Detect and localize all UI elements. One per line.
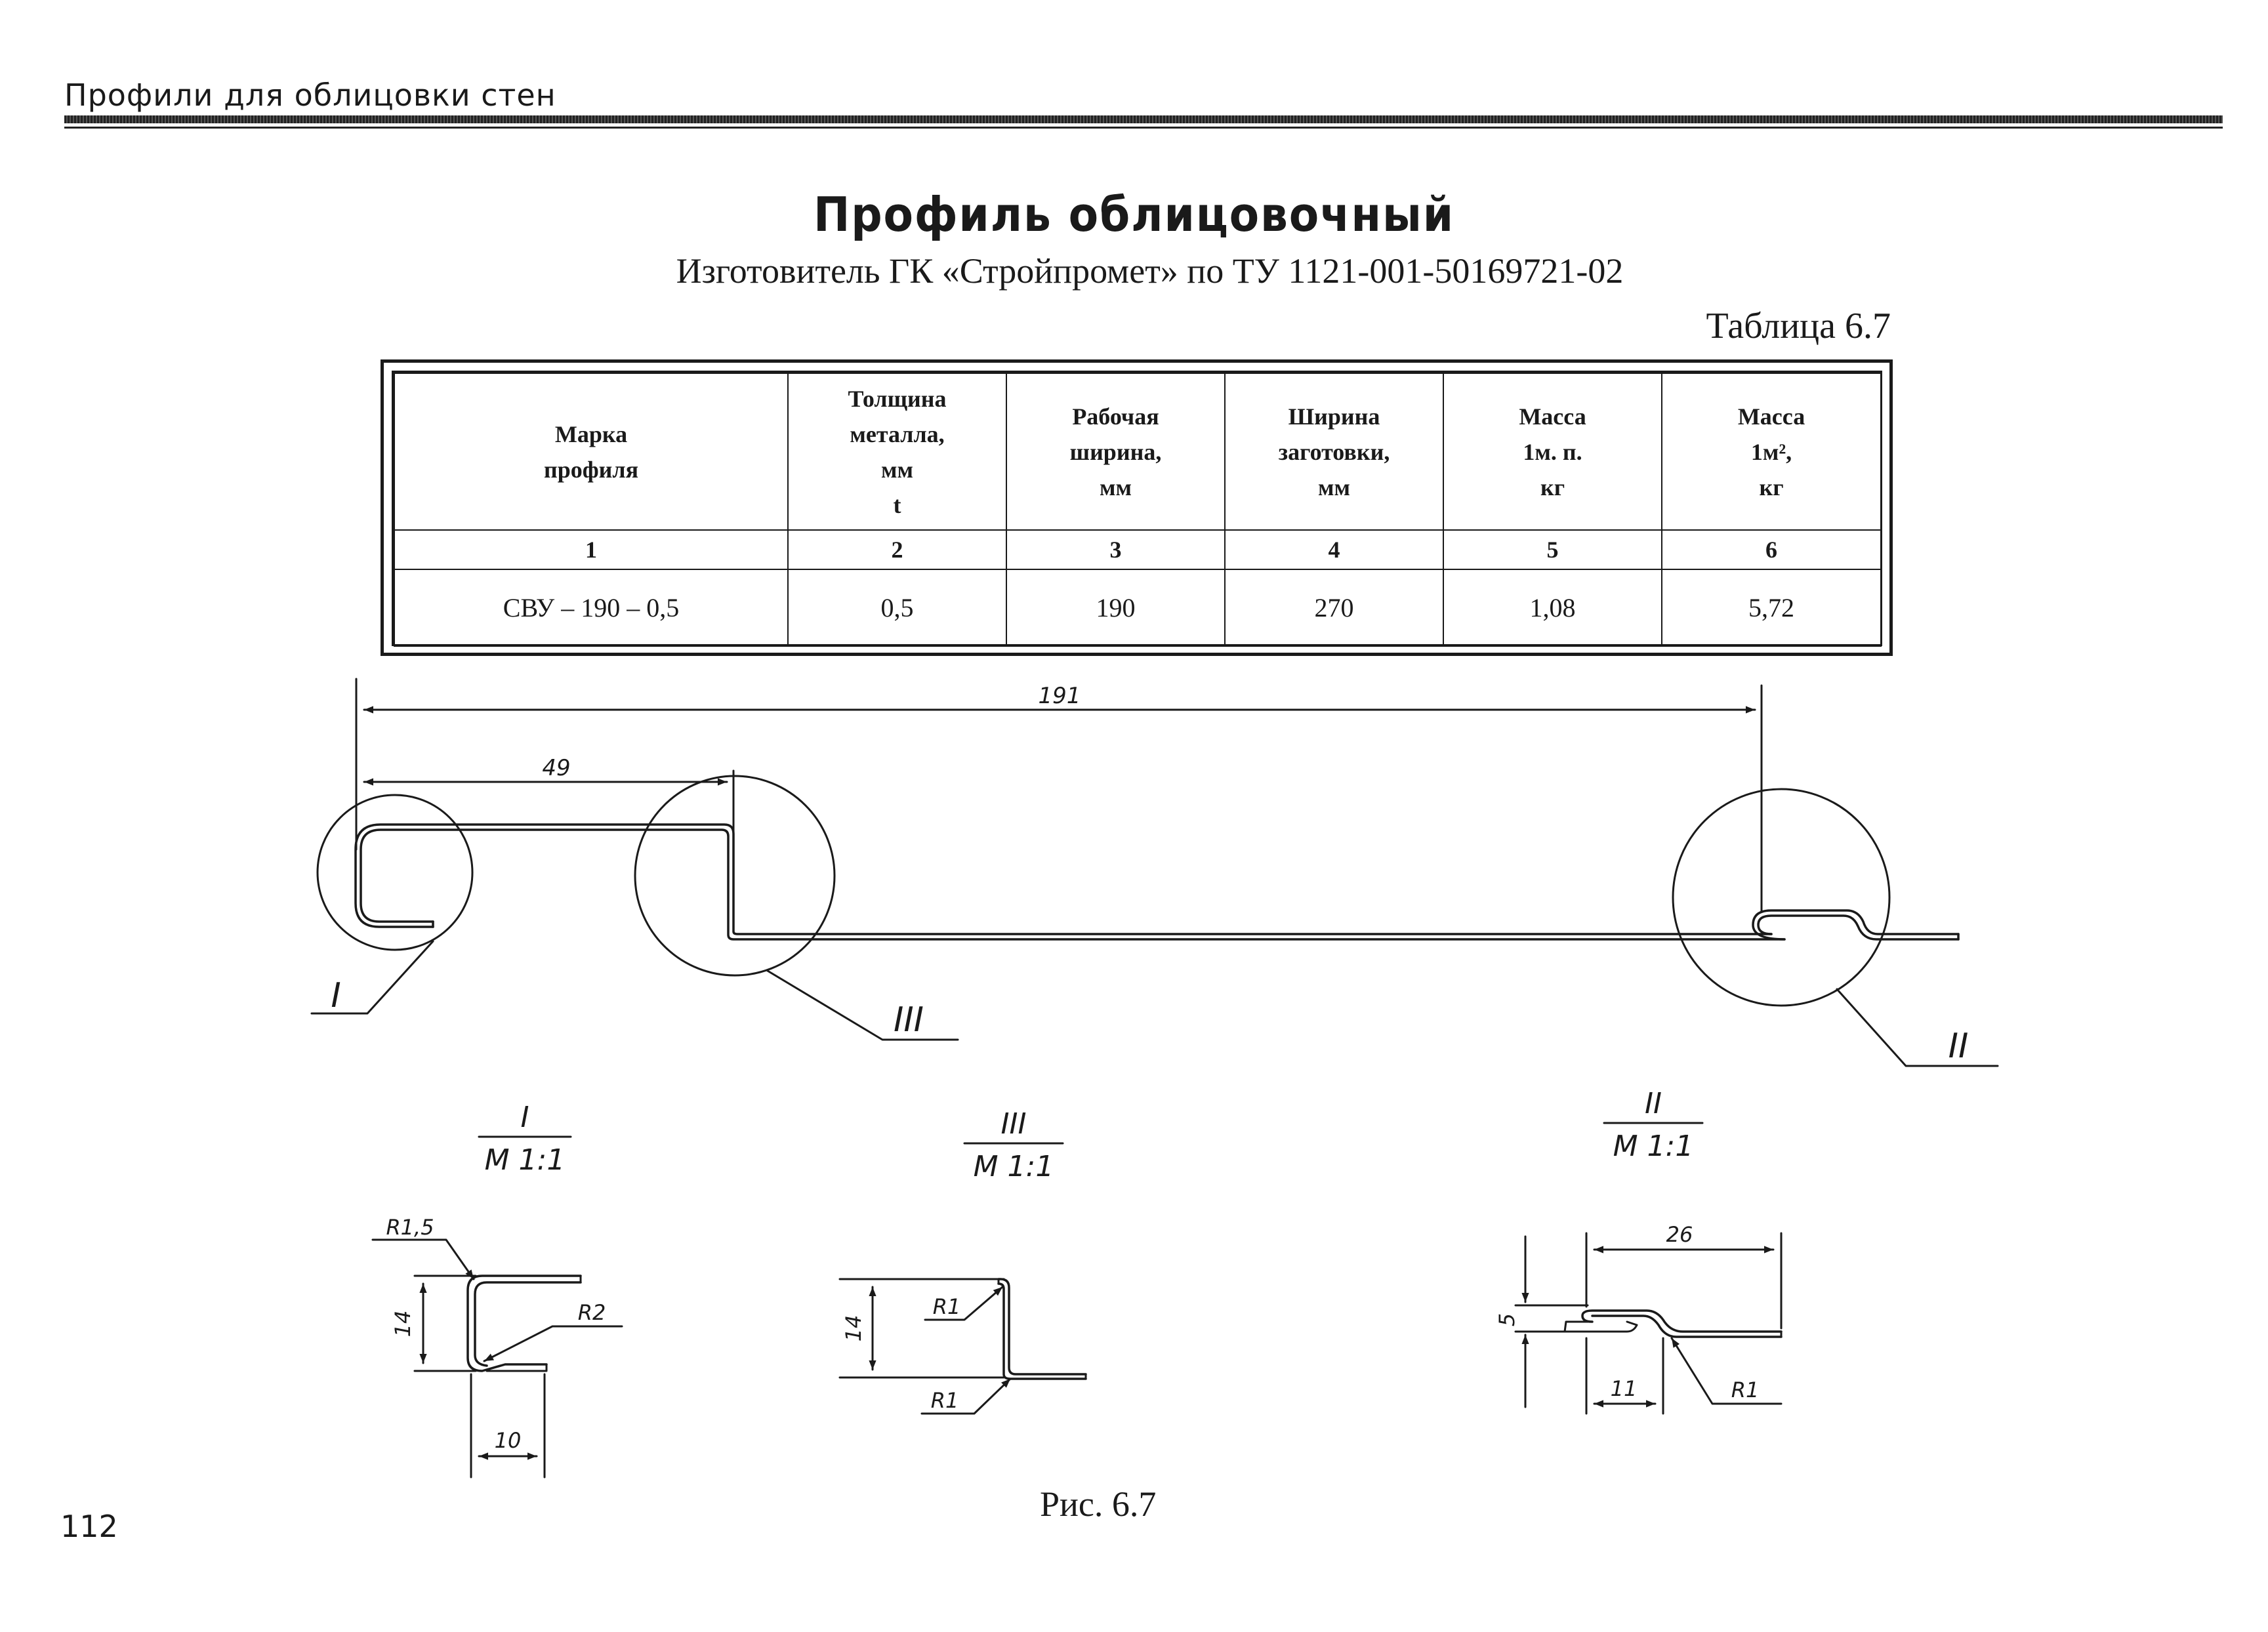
detail-III-title: III М 1:1 <box>963 1107 1064 1183</box>
callout-label-I: I <box>331 976 340 1015</box>
profile-table: Марка профиля Толщина металла, мм t Рабо… <box>394 373 1882 647</box>
mass-per-meter-cell: 1,08 <box>1443 569 1662 647</box>
profile-mark-cell: СВУ – 190 – 0,5 <box>394 569 789 647</box>
header-cell-3: Рабочая ширина, мм <box>1006 373 1226 531</box>
column-number: 5 <box>1443 529 1662 570</box>
manufacturer-subtitle: Изготовитель ГК «Стройпромет» по ТУ 1121… <box>676 251 1624 291</box>
dim-left-label: 49 <box>542 755 570 781</box>
table-frame-outer <box>381 359 1893 656</box>
detail-II-drawing: 26 5 11 R1 <box>1495 1222 1783 1415</box>
header-rule-thick <box>64 115 2223 123</box>
header-cell-2: Толщина металла, мм t <box>787 373 1007 531</box>
column-number: 2 <box>787 529 1007 570</box>
svg-text:М 1:1: М 1:1 <box>974 1150 1054 1183</box>
svg-text:I: I <box>521 1101 529 1134</box>
header-cell-4: Ширина заготовки, мм <box>1224 373 1444 531</box>
svg-text:11: 11 <box>1611 1376 1638 1401</box>
mass-per-m2-cell: 5,72 <box>1661 569 1882 647</box>
svg-text:М 1:1: М 1:1 <box>1613 1130 1694 1163</box>
header-rule-thin <box>64 127 2223 129</box>
dimension-overall: 191 <box>355 678 1763 913</box>
detail-II-title: II М 1:1 <box>1603 1087 1704 1163</box>
callout-label-III: III <box>894 1000 924 1040</box>
svg-text:14: 14 <box>390 1311 415 1337</box>
header-cell-5: Масса 1м. п. кг <box>1443 373 1662 531</box>
svg-text:10: 10 <box>495 1428 522 1453</box>
table-label: Таблица 6.7 <box>1706 306 1891 346</box>
blank-width-cell: 270 <box>1224 569 1444 647</box>
detail-III-drawing: 14 R1 R1 <box>838 1278 1087 1415</box>
table-header-row: Марка профиля Толщина металла, мм t Рабо… <box>394 373 1882 531</box>
svg-text:М 1:1: М 1:1 <box>485 1143 566 1177</box>
figure-caption: Рис. 6.7 <box>1040 1484 1157 1524</box>
svg-text:R2: R2 <box>578 1300 606 1325</box>
column-number: 6 <box>1661 529 1882 570</box>
svg-text:R1: R1 <box>933 1294 961 1319</box>
column-number: 3 <box>1006 529 1226 570</box>
callout-circle-I <box>316 794 474 951</box>
svg-text:R1: R1 <box>1731 1377 1760 1402</box>
callout-label-II: II <box>1948 1027 1969 1066</box>
page-title: Профиль облицовочный <box>813 187 1455 242</box>
svg-text:26: 26 <box>1666 1222 1693 1247</box>
table-row: СВУ – 190 – 0,5 0,5 190 270 1,08 5,72 <box>394 569 1882 647</box>
page-number: 112 <box>60 1509 118 1544</box>
column-number: 1 <box>394 529 789 570</box>
header-cell-6: Масса 1м², кг <box>1661 373 1882 531</box>
column-number: 4 <box>1224 529 1444 570</box>
section-header: Профили для облицовки стен <box>64 77 556 113</box>
dim-overall-label: 191 <box>1039 683 1081 709</box>
table-column-number-row: 1 2 3 4 5 6 <box>394 529 1882 570</box>
svg-text:R1: R1 <box>931 1388 959 1413</box>
svg-text:III: III <box>1001 1107 1027 1141</box>
callout-circle-II <box>1672 788 1891 1007</box>
svg-text:R1,5: R1,5 <box>386 1215 434 1240</box>
thickness-cell: 0,5 <box>787 569 1007 647</box>
callout-leaders <box>310 940 1999 1067</box>
detail-I-title: I М 1:1 <box>478 1101 572 1177</box>
callout-circle-III <box>634 775 836 977</box>
dimension-left: 49 <box>363 755 735 844</box>
svg-text:14: 14 <box>841 1315 866 1342</box>
working-width-cell: 190 <box>1006 569 1226 647</box>
svg-text:II: II <box>1645 1087 1662 1120</box>
detail-I-drawing: 14 10 R1,5 R2 <box>371 1215 623 1479</box>
header-cell-1: Марка профиля <box>394 373 789 531</box>
profile-section <box>354 823 1960 941</box>
svg-text:5: 5 <box>1495 1313 1519 1326</box>
